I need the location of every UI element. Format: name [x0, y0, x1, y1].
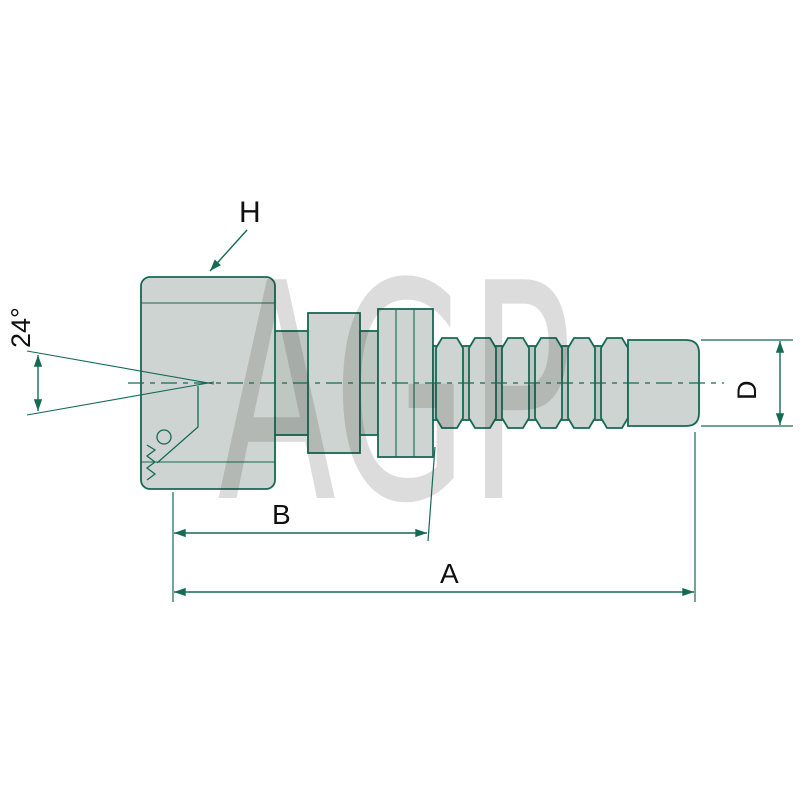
angle-label: 24° — [6, 307, 36, 348]
nut-internal-thread-detail — [145, 386, 199, 481]
nut-seal-ball — [156, 429, 172, 445]
watermark: AGP — [217, 219, 573, 569]
h-label: H — [239, 196, 261, 229]
dimension-b: B — [172, 446, 436, 602]
d-label: D — [732, 381, 762, 401]
nut-thread-zigzag — [145, 444, 157, 481]
dimension-d: D — [701, 339, 793, 427]
h-callout: H — [209, 196, 261, 272]
nut-cone-edge — [156, 386, 199, 464]
cone-angle-dimension: 24° — [6, 307, 215, 416]
cone-angle-line-lower — [26, 381, 215, 416]
dimension-b-extension-right — [427, 446, 436, 542]
cone-angle-line-upper — [26, 350, 215, 385]
watermark-text: AGP — [217, 219, 573, 569]
a-label: A — [440, 558, 459, 589]
h-leader-arrow — [209, 229, 248, 272]
dimension-a: A — [174, 432, 696, 602]
b-label: B — [272, 499, 291, 530]
